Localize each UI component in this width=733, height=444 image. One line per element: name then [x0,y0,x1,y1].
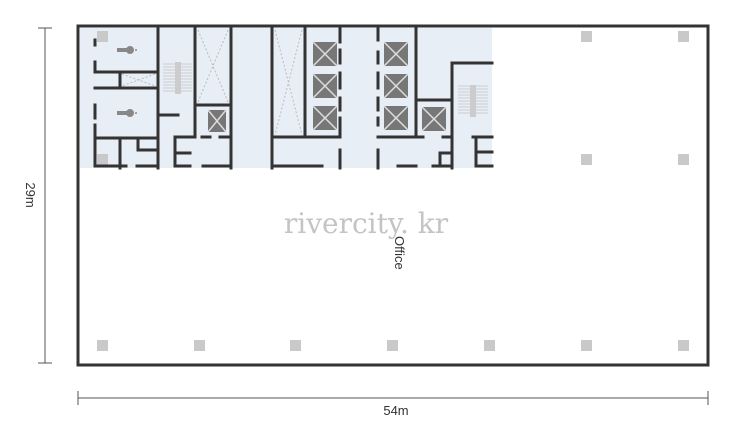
column [678,154,689,165]
outer-wall [76,24,710,367]
elevator-car [383,105,409,131]
column [97,154,108,165]
core-walls [93,26,494,170]
column [387,340,398,351]
column [678,31,689,42]
elevator-car [207,109,227,133]
elevator-car [312,105,338,131]
column [581,154,592,165]
elevator-car [421,106,447,132]
elevator-car [312,73,338,99]
core-area [80,28,492,168]
column [97,31,108,42]
column [678,340,689,351]
width-dimension [77,391,709,405]
restroom-icon [117,109,137,117]
height-dimension [38,27,52,364]
restroom-icon [117,46,137,54]
width-label: 54m [383,403,408,418]
height-label: 29m [23,182,38,207]
column [581,31,592,42]
elevator-car [312,41,338,67]
stairs [163,62,488,117]
shaft-voids [121,29,303,136]
restroom-icons [117,46,137,117]
elevators [207,41,447,133]
column [581,340,592,351]
elevator-car [383,41,409,67]
columns [97,31,689,351]
elevator-car [383,73,409,99]
room-label-office: Office [392,236,407,270]
watermark: rivercity. kr [284,207,449,240]
column [484,340,495,351]
column [194,340,205,351]
column [97,340,108,351]
column [290,340,301,351]
